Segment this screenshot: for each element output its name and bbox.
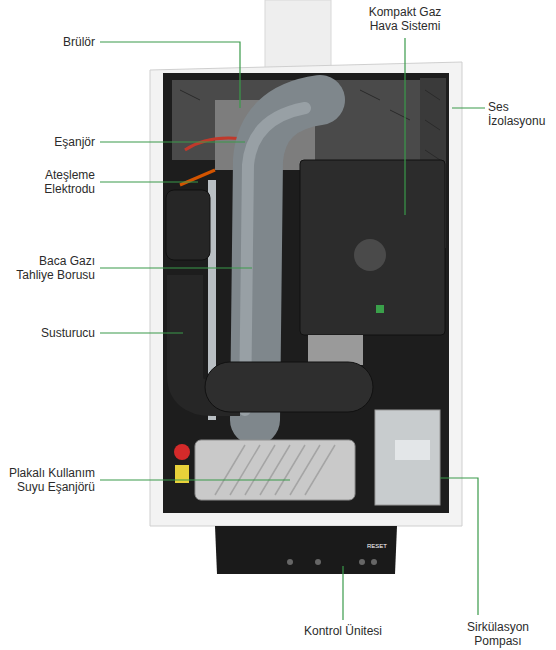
- part-label: Kontrol Ünitesi: [283, 624, 403, 638]
- expansion-tank: [166, 190, 210, 260]
- button-label: RESET: [362, 543, 392, 550]
- boiler-casing: [150, 62, 462, 526]
- circulation-pump: [375, 410, 440, 505]
- leader-lines: [100, 38, 485, 620]
- red-cap: [174, 444, 190, 460]
- part-label: Plakalı Kullanım Suyu Eşanjörü: [3, 466, 95, 494]
- control-knobs: [287, 559, 377, 565]
- part-label: Ses İzolasyonu: [488, 100, 552, 128]
- muffler: [205, 362, 373, 412]
- plate-pattern: [215, 445, 335, 495]
- gas-air-box: [300, 160, 445, 335]
- part-label: Eşanjör: [35, 135, 95, 149]
- pump-sticker: [395, 440, 430, 460]
- part-label: Ateşleme Elektrodu: [15, 168, 95, 196]
- part-label: Susturucu: [5, 326, 95, 340]
- exhaust-stub: [265, 0, 331, 72]
- part-label: Kompakt Gaz Hava Sistemi: [360, 5, 450, 33]
- part-label: Baca Gazı Tahliye Borusu: [5, 254, 95, 282]
- control-panel: [215, 526, 397, 574]
- gas-valve: [308, 335, 363, 365]
- fan-grille: [354, 239, 386, 271]
- part-label: Sirkülasyon Pompası: [448, 620, 548, 648]
- boiler-interior: [163, 73, 449, 513]
- indicator: [376, 305, 384, 313]
- plate-heat-exchanger: [195, 440, 355, 500]
- part-label: Brülör: [35, 35, 95, 49]
